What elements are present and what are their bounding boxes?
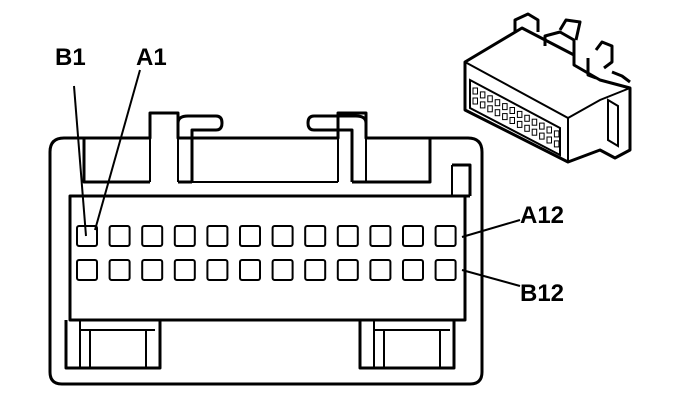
pin-cavity-a12 (434, 225, 457, 247)
iso-pin-b1 (472, 97, 478, 105)
pin-cavity-b3 (141, 259, 164, 281)
iso-pin-a10 (539, 122, 545, 130)
iso-pin-a11 (546, 126, 552, 134)
pin-cavity-a5 (206, 225, 229, 247)
iso-pin-b8 (524, 124, 530, 132)
isometric-pin-grid (472, 87, 560, 148)
iso-pin-b5 (502, 113, 508, 121)
pin-cavity-a6 (239, 225, 261, 247)
pin-cavity-b2 (108, 259, 131, 281)
iso-pin-a2 (479, 91, 486, 99)
label-a1: A1 (136, 44, 167, 71)
iso-pin-b9 (531, 128, 538, 136)
pin-cavity-a4 (173, 225, 196, 247)
iso-pin-b2 (479, 101, 486, 109)
iso-pin-a5 (502, 103, 508, 111)
pin-cavity-a10 (369, 225, 392, 247)
pin-cavity-b1 (76, 259, 98, 281)
pin-cavity-b6 (239, 259, 261, 281)
pin-cavity-b9 (336, 259, 359, 281)
pin-cavity-b10 (369, 259, 392, 281)
iso-pin-b10 (539, 132, 545, 140)
iso-pin-b3 (487, 105, 493, 113)
iso-pin-a6 (509, 107, 515, 114)
pin-cavity-a11 (402, 225, 424, 247)
iso-pin-a4 (494, 99, 501, 107)
pin-cavity-a8 (304, 225, 327, 247)
iso-pin-b7 (516, 120, 523, 128)
iso-pin-a3 (487, 95, 493, 103)
leader-lines (73, 69, 521, 287)
iso-pin-b4 (494, 109, 501, 117)
pin-cavity-a3 (141, 225, 164, 247)
iso-pin-b6 (509, 117, 515, 124)
iso-pin-b11 (546, 136, 552, 144)
iso-pin-a8 (524, 114, 530, 122)
pin-cavity-b12 (434, 259, 457, 281)
pin-cavity-a9 (336, 225, 359, 247)
pin-cavity-a7 (271, 225, 294, 247)
pin-cavity-b11 (402, 259, 424, 281)
label-a12: A12 (520, 202, 564, 229)
label-b1: B1 (55, 44, 86, 71)
pin-cavity-b7 (271, 259, 294, 281)
connector-isometric-view (463, 12, 632, 164)
pin-grid (76, 225, 457, 281)
iso-pin-a7 (516, 110, 523, 118)
label-b12: B12 (520, 280, 564, 307)
iso-pin-a9 (531, 118, 538, 126)
iso-pin-a1 (472, 87, 478, 95)
connector-body (48, 111, 484, 386)
iso-pin-b12 (553, 140, 560, 148)
iso-pin-a12 (553, 130, 560, 138)
pin-cavity-a1 (76, 225, 98, 247)
pin-cavity-b8 (304, 259, 327, 281)
pin-cavity-b4 (173, 259, 196, 281)
pin-cavity-b5 (206, 259, 229, 281)
pin-cavity-a2 (108, 225, 131, 247)
